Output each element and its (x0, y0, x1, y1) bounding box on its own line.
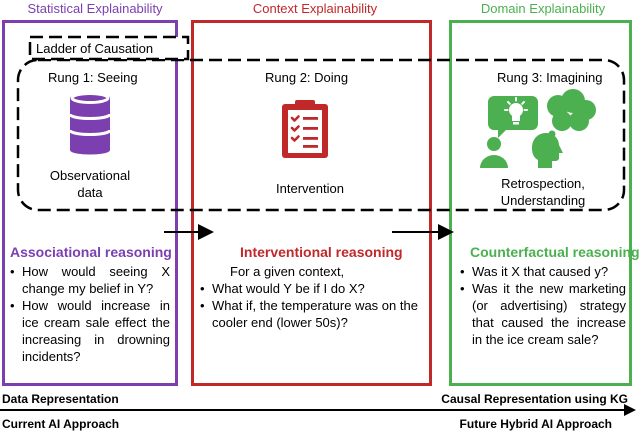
people-thought-bubbles-icon (480, 89, 596, 168)
list-item: How would seeing X change my belief in Y… (10, 263, 170, 297)
context-explainability-box (191, 20, 432, 386)
domain-explainability-box (449, 20, 632, 386)
list-item: Was it X that caused y? (460, 263, 626, 280)
clipboard-checklist-icon (282, 100, 328, 158)
future-hybrid-ai-approach-label: Future Hybrid AI Approach (459, 417, 612, 431)
rung-1-title: Rung 1: Seeing (48, 70, 138, 85)
column-title-domain: Domain Explainability (480, 1, 606, 16)
associational-reasoning-title: Associational reasoning (10, 244, 172, 260)
list-item: Was it the new marketing (or advertising… (460, 280, 626, 348)
associational-reasoning-list: How would seeing X change my belief in Y… (10, 263, 170, 365)
list-item: What would Y be if I do X? (200, 280, 424, 297)
list-item: What if, the temperature was on the cool… (200, 297, 424, 331)
list-item: How would increase in ice cream sale eff… (10, 297, 170, 365)
column-title-context: Context Explainability (252, 1, 378, 16)
counterfactual-reasoning-list: Was it X that caused y? Was it the new m… (460, 263, 626, 348)
ai-approach-arrow (0, 404, 636, 416)
counterfactual-reasoning-title: Counterfactual reasoning (470, 244, 640, 260)
rung-2-caption: Intervention (276, 181, 344, 196)
column-title-statistical: Statistical Explainability (27, 1, 163, 16)
interventional-intro: For a given context, (230, 264, 345, 279)
causal-representation-label: Causal Representation using KG (441, 392, 628, 406)
data-representation-label: Data Representation (2, 392, 119, 406)
rung-2-title: Rung 2: Doing (265, 70, 349, 85)
ladder-of-causation-label: Ladder of Causation (36, 41, 154, 56)
statistical-explainability-box (2, 20, 178, 386)
rung-1-caption: Observational data (49, 168, 131, 200)
interventional-reasoning-title: Interventional reasoning (240, 244, 403, 260)
rung-3-title: Rung 3: Imagining (497, 70, 603, 85)
current-ai-approach-label: Current AI Approach (2, 417, 120, 431)
database-icon (68, 92, 112, 155)
rung-3-caption: Retrospection, Understanding (500, 176, 586, 208)
interventional-reasoning-list: For a given context, What would Y be if … (200, 263, 424, 331)
